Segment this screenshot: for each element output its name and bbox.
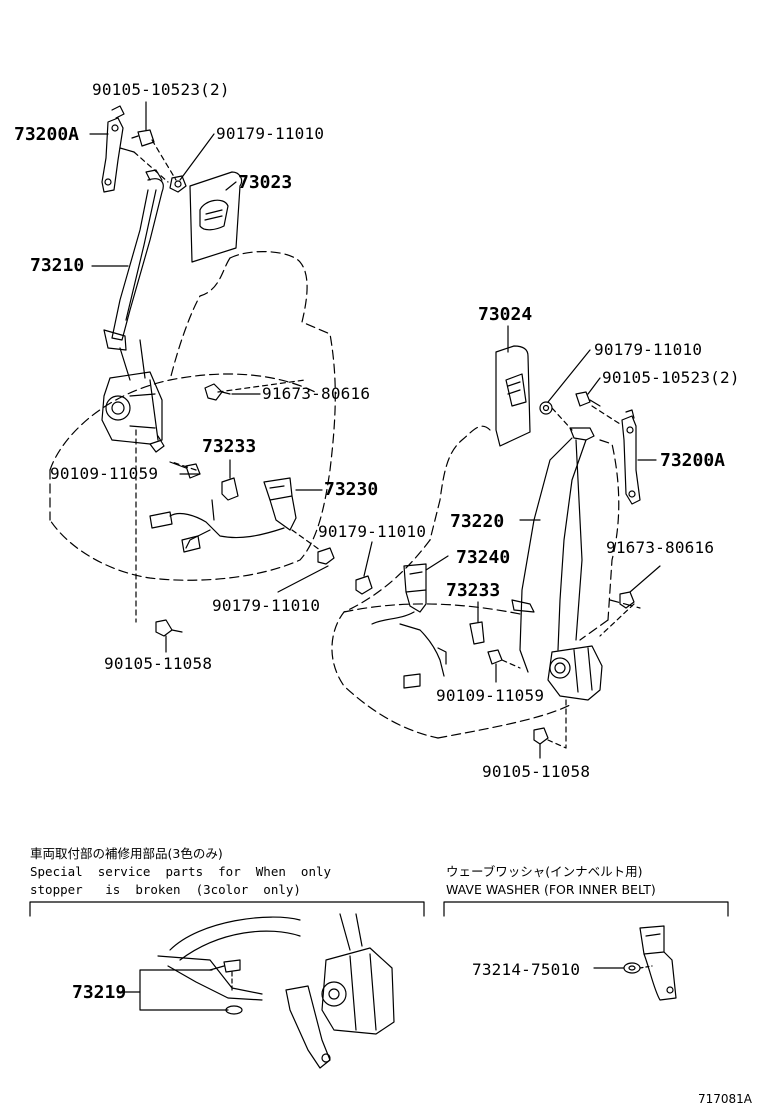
label-73219: 73219 <box>72 982 127 1003</box>
label-90109-11059-right: 90109-11059 <box>436 686 545 705</box>
label-90179-11010-right: 90179-11010 <box>318 522 427 541</box>
left-seat-outline <box>49 251 336 581</box>
right-seat-outline <box>331 425 641 739</box>
label-73200A-left: 73200A <box>14 124 80 145</box>
label-73023: 73023 <box>238 172 293 193</box>
label-90179-11010-bottom-left: 90179-11010 <box>212 596 321 615</box>
label-91673-80616-right: 91673-80616 <box>606 538 715 557</box>
note-right-english: WAVE WASHER (FOR INNER BELT) <box>446 882 656 897</box>
label-91673-80616-left: 91673-80616 <box>262 384 371 403</box>
label-73233-left: 73233 <box>202 436 257 457</box>
label-90105-11058-right: 90105-11058 <box>482 762 591 781</box>
left-leaders <box>89 101 329 653</box>
label-90105-10523-left: 90105-10523(2) <box>92 80 230 99</box>
label-90105-11058-left: 90105-11058 <box>104 654 213 673</box>
note-left-japanese: 車両取付部の補修用部品(3色のみ) <box>30 846 223 861</box>
note-left-english-line2: stopper is broken (3color only) <box>30 882 301 897</box>
label-90179-11010-top-left: 90179-11010 <box>216 124 325 143</box>
inset-left <box>29 901 425 1069</box>
label-90105-10523-right: 90105-10523(2) <box>602 368 740 387</box>
diagram-code: 717081A <box>698 1092 753 1106</box>
right-leaders <box>363 325 661 759</box>
label-73210: 73210 <box>30 255 85 276</box>
label-73200A-right: 73200A <box>660 450 726 471</box>
inset-right <box>443 901 729 1001</box>
label-73220: 73220 <box>450 511 505 532</box>
label-73240: 73240 <box>456 547 511 568</box>
right-belt-assembly <box>355 345 641 745</box>
right-dashed-guides <box>501 405 635 749</box>
label-73230: 73230 <box>324 479 379 500</box>
label-73024: 73024 <box>478 304 533 325</box>
label-73214-75010: 73214-75010 <box>472 960 581 979</box>
label-90179-11010-top-right: 90179-11010 <box>594 340 703 359</box>
label-90109-11059-left: 90109-11059 <box>50 464 159 483</box>
label-73233-right: 73233 <box>446 580 501 601</box>
note-right-japanese: ウェーブワッシャ(インナベルト用) <box>446 864 643 879</box>
note-left-english-line1: Special service parts for When only <box>30 864 332 879</box>
left-belt-assembly <box>101 105 335 637</box>
left-dashed-guides <box>133 139 321 623</box>
